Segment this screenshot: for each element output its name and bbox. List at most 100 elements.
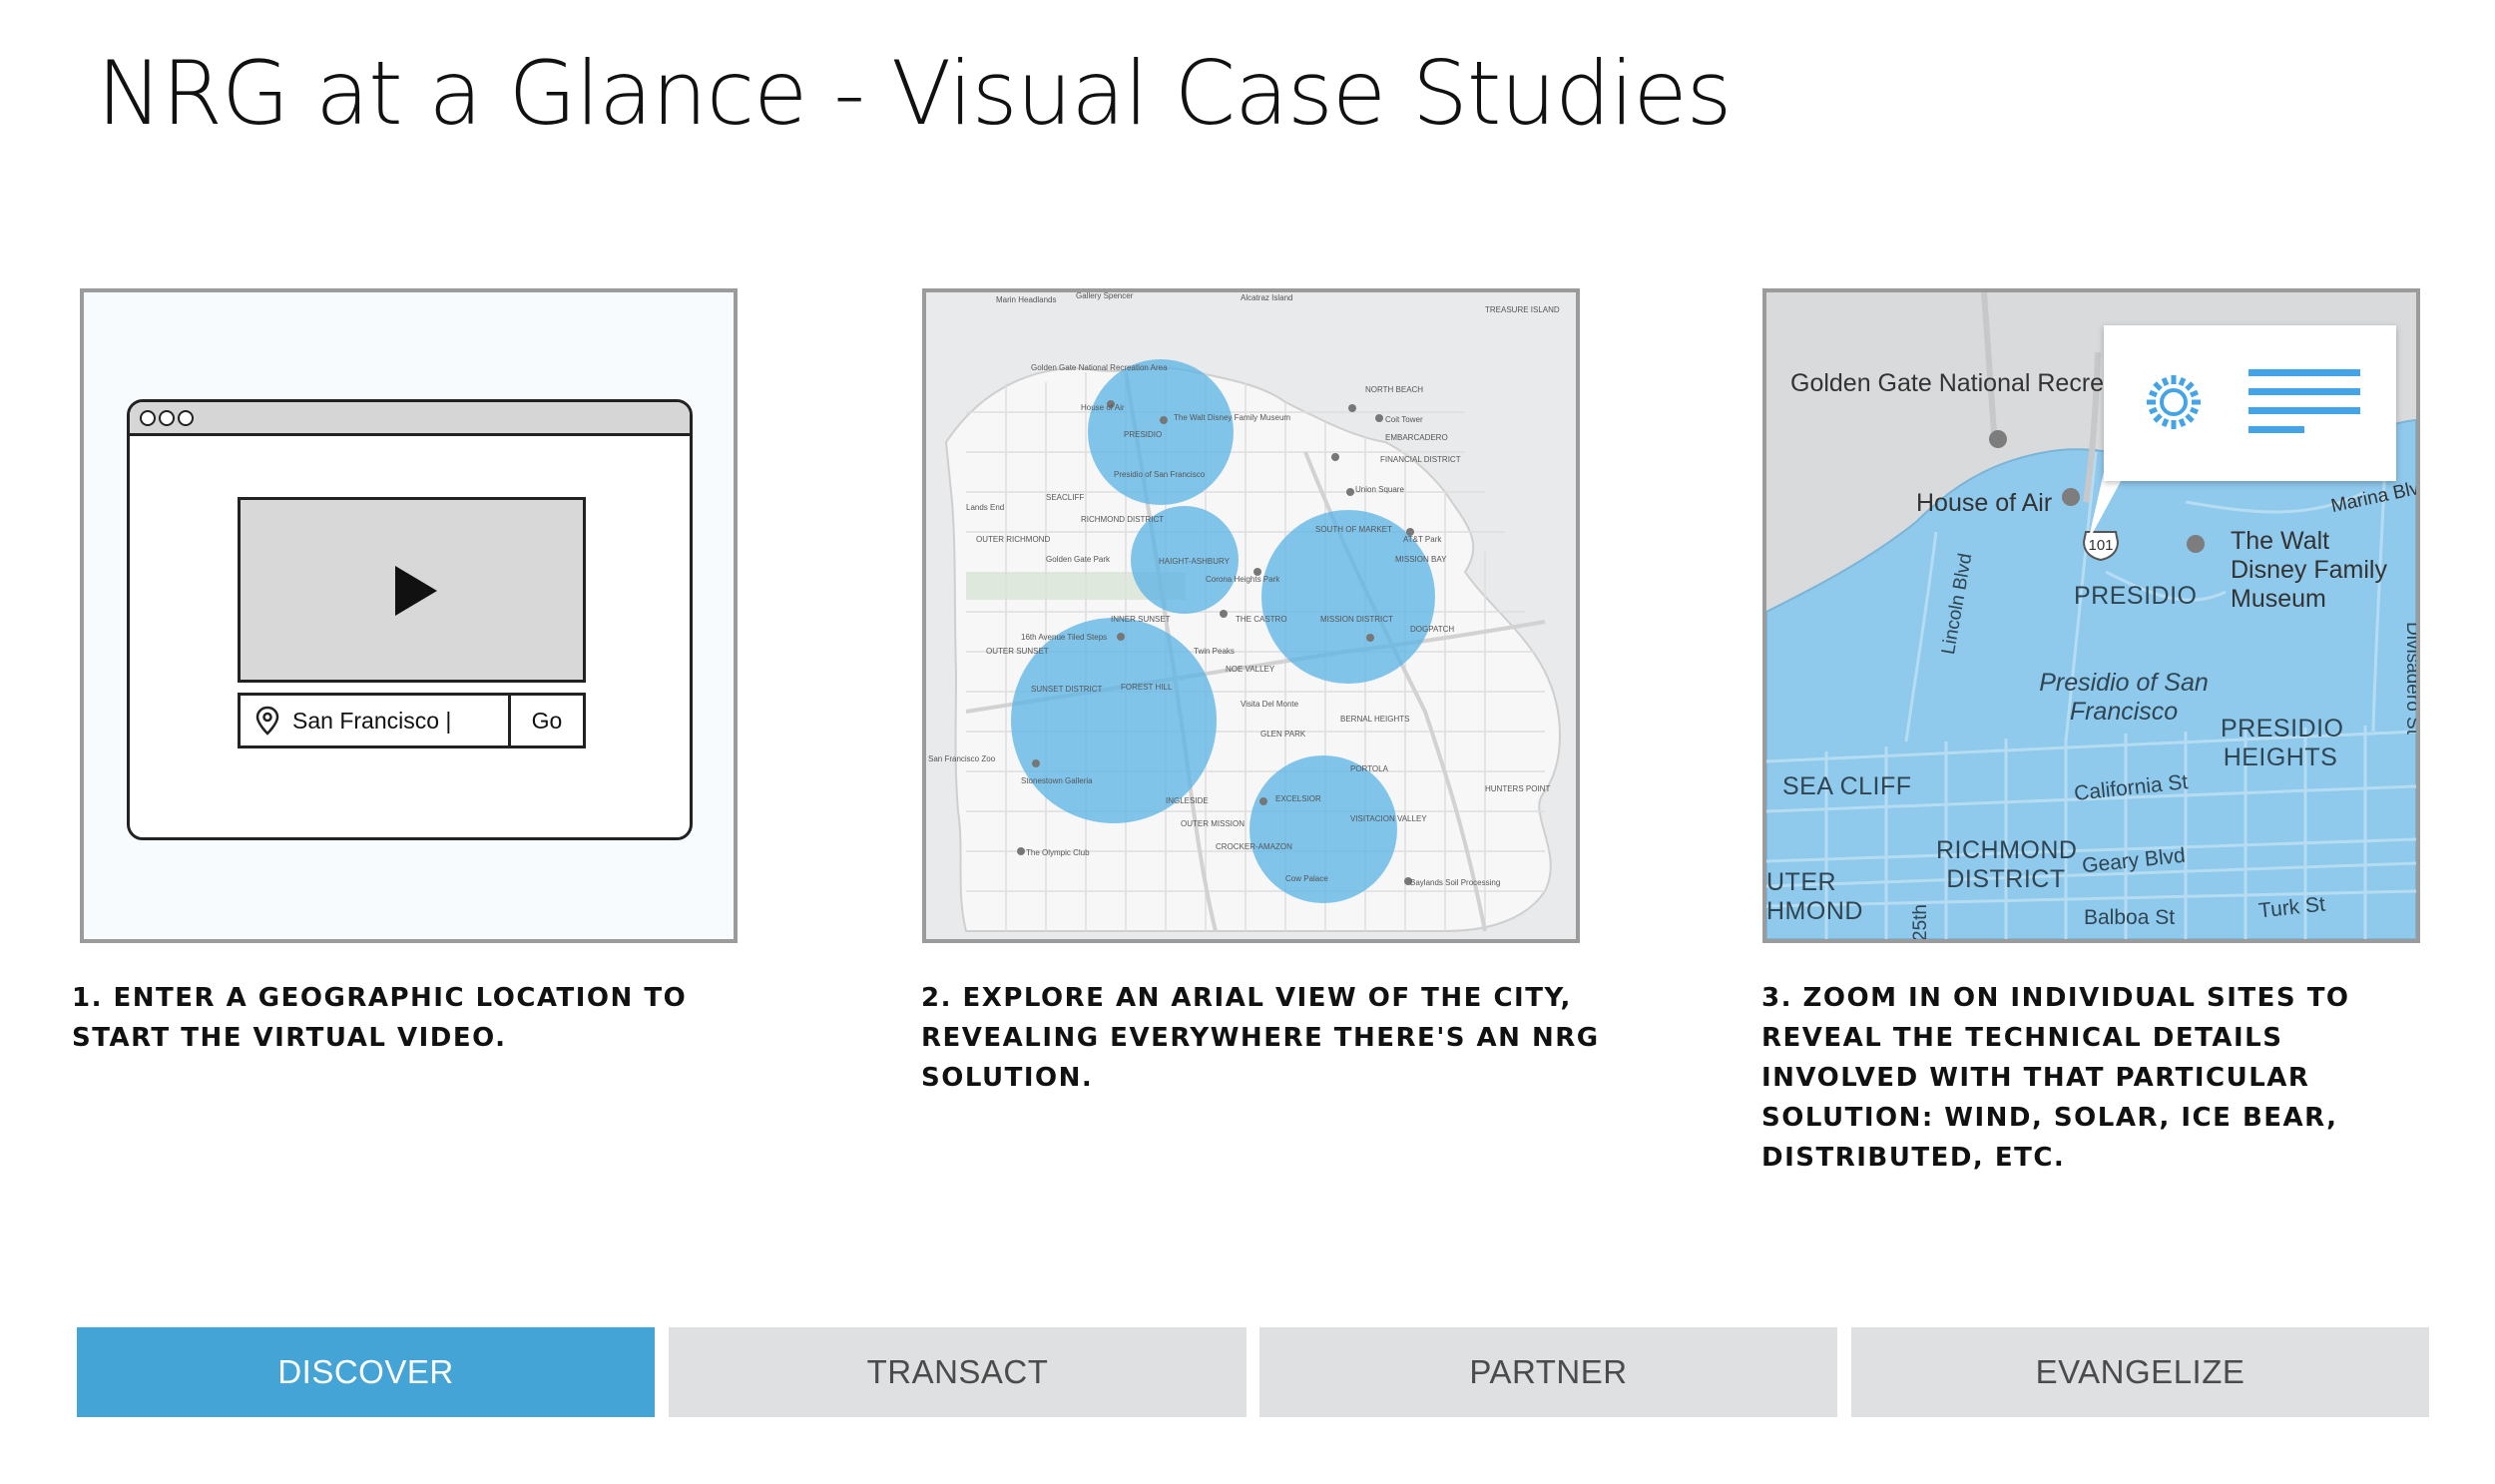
map-label: RICHMOND DISTRICT [1936, 836, 2078, 893]
map-label: NOE VALLEY [1226, 665, 1275, 674]
map-label: House of Air [1916, 489, 2053, 517]
map-label: MISSION BAY [1395, 555, 1447, 564]
step-3-caption: 3. Zoom in on individual sites to reveal… [1761, 983, 2350, 1173]
map-markers [1017, 400, 1414, 885]
poi-icon [2062, 488, 2080, 506]
map-label: FOREST HILL [1121, 683, 1173, 692]
map-label: Golden Gate Park [1046, 555, 1111, 564]
map-label: San Francisco Zoo [928, 754, 996, 763]
step-2-panel: Marin Headlands Gallery Spencer Alcatraz… [922, 288, 1580, 943]
map-label: AT&T Park [1403, 535, 1442, 544]
map-label: TREASURE ISLAND [1485, 305, 1560, 314]
map-label: Presidio of San Francisco [2039, 669, 2209, 726]
map-label: Corona Heights Park [1206, 575, 1280, 584]
map-label: RICHMOND DISTRICT [1081, 515, 1164, 524]
map-label: Twin Peaks [1194, 647, 1235, 656]
video-player[interactable] [238, 497, 586, 683]
map-label: OUTER SUNSET [986, 647, 1049, 656]
map-label: SOUTH OF MARKET [1315, 525, 1392, 534]
map-label: Balboa St [2084, 906, 2176, 929]
text-lines-icon [2248, 369, 2360, 433]
map-label: SEACLIFF [1046, 493, 1084, 502]
map-label: EXCELSIOR [1275, 794, 1321, 803]
map-label: OUTER RICHMOND [976, 535, 1050, 544]
site-circle-mission [1261, 510, 1435, 684]
map-label: Gallery Spencer [1076, 292, 1134, 300]
map-label: PRESIDIO [2074, 582, 2198, 610]
map-label: SUNSET DISTRICT [1031, 685, 1103, 694]
site-circle-haight [1131, 506, 1239, 614]
site-circle-excelsior [1249, 755, 1397, 903]
zoomed-site-map: 101 [1766, 292, 2416, 939]
map-label: NORTH BEACH [1365, 385, 1423, 394]
map-label: HAIGHT-ASHBURY [1159, 557, 1231, 566]
map-label: MISSION DISTRICT [1320, 615, 1393, 624]
map-label: HUNTERS POINT [1485, 784, 1550, 793]
map-label: Marin Headlands [996, 295, 1056, 304]
map-label: Golden Gate National Recreation Area [1031, 363, 1168, 372]
map-labels: Marin Headlands Gallery Spencer Alcatraz… [928, 292, 1560, 887]
map-label: GLEN PARK [1260, 730, 1306, 739]
tab-evangelize[interactable]: EVANGELIZE [1851, 1327, 2429, 1417]
map-label: Cow Palace [1285, 874, 1328, 883]
step-1-panel: San Francisco | Go [80, 288, 738, 943]
map-label: PORTOLA [1350, 764, 1389, 773]
location-pin-icon [255, 706, 279, 736]
map-label: VISITACION VALLEY [1350, 814, 1427, 823]
map-label: CROCKER-AMAZON [1216, 842, 1292, 851]
map-label: Stonestown Galleria [1021, 776, 1093, 785]
map-label: Presidio of San Francisco [1114, 470, 1206, 479]
map-label: Coit Tower [1385, 415, 1423, 424]
map-label: The Olympic Club [1026, 848, 1090, 857]
step-1-caption: 1. Enter a geographic location to start … [72, 983, 688, 1053]
browser-window-mockup: San Francisco | Go [127, 399, 693, 840]
map-label: The Walt Disney Family Museum [2231, 527, 2387, 613]
map-label: The Walt Disney Family Museum [1174, 413, 1290, 422]
poi-icon [1989, 430, 2007, 448]
map-label: PRESIDIO [1124, 430, 1162, 439]
solar-icon [2147, 375, 2201, 429]
highway-101-shield: 101 [2082, 531, 2120, 562]
map-label: House of Air [1081, 403, 1125, 412]
map-label: Union Square [1355, 485, 1404, 494]
map-label: UTER HMOND [1766, 868, 1863, 925]
map-label: PRESIDIO HEIGHTS [2221, 715, 2344, 771]
play-icon[interactable] [395, 566, 437, 616]
site-circle-presidio [1088, 359, 1234, 505]
site-detail-card[interactable] [2104, 325, 2396, 481]
map-label: BERNAL HEIGHTS [1340, 715, 1410, 724]
map-label: SEA CLIFF [1782, 772, 1912, 800]
map-label: EMBARCADERO [1385, 433, 1448, 442]
window-dot-icon [178, 410, 194, 426]
location-input[interactable]: San Francisco | [292, 708, 452, 734]
map-label: Visita Del Monte [1241, 700, 1299, 709]
step-3-panel: 101 Golden Gate National Recreation Area… [1762, 288, 2420, 943]
tab-partner[interactable]: PARTNER [1259, 1327, 1837, 1417]
map-label: Lands End [966, 503, 1004, 512]
zoom-streets [1766, 451, 2416, 939]
map-label: Alcatraz Island [1241, 293, 1292, 302]
window-dot-icon [140, 410, 156, 426]
city-overview-map: Marin Headlands Gallery Spencer Alcatraz… [926, 292, 1576, 939]
site-detail-card-art [2147, 369, 2360, 433]
callout-tail [2088, 472, 2126, 542]
location-search-bar: San Francisco | Go [238, 693, 586, 748]
map-label: THE CASTRO [1236, 615, 1287, 624]
map-label: INGLESIDE [1166, 796, 1209, 805]
map-label: Divisadero St [2402, 622, 2420, 735]
tab-discover[interactable]: DISCOVER [77, 1327, 655, 1417]
map-label: DOGPATCH [1410, 625, 1454, 634]
browser-title-bar [130, 402, 690, 436]
map-label: FINANCIAL DISTRICT [1380, 455, 1461, 464]
page-title: NRG at a Glance - Visual Case Studies [97, 42, 1732, 145]
nrg-site-circles [1011, 359, 1435, 903]
highway-label: 101 [2088, 537, 2113, 554]
tab-transact[interactable]: TRANSACT [669, 1327, 1247, 1417]
map-label: OUTER MISSION [1181, 819, 1245, 828]
go-button[interactable]: Go [508, 696, 583, 745]
window-dot-icon [159, 410, 175, 426]
map-label: INNER SUNSET [1111, 615, 1171, 624]
map-label: 25th [1910, 904, 1931, 941]
step-2-caption: 2. Explore an arial view of the city, re… [921, 983, 1600, 1093]
map-label: Baylands Soil Processing [1410, 878, 1500, 887]
